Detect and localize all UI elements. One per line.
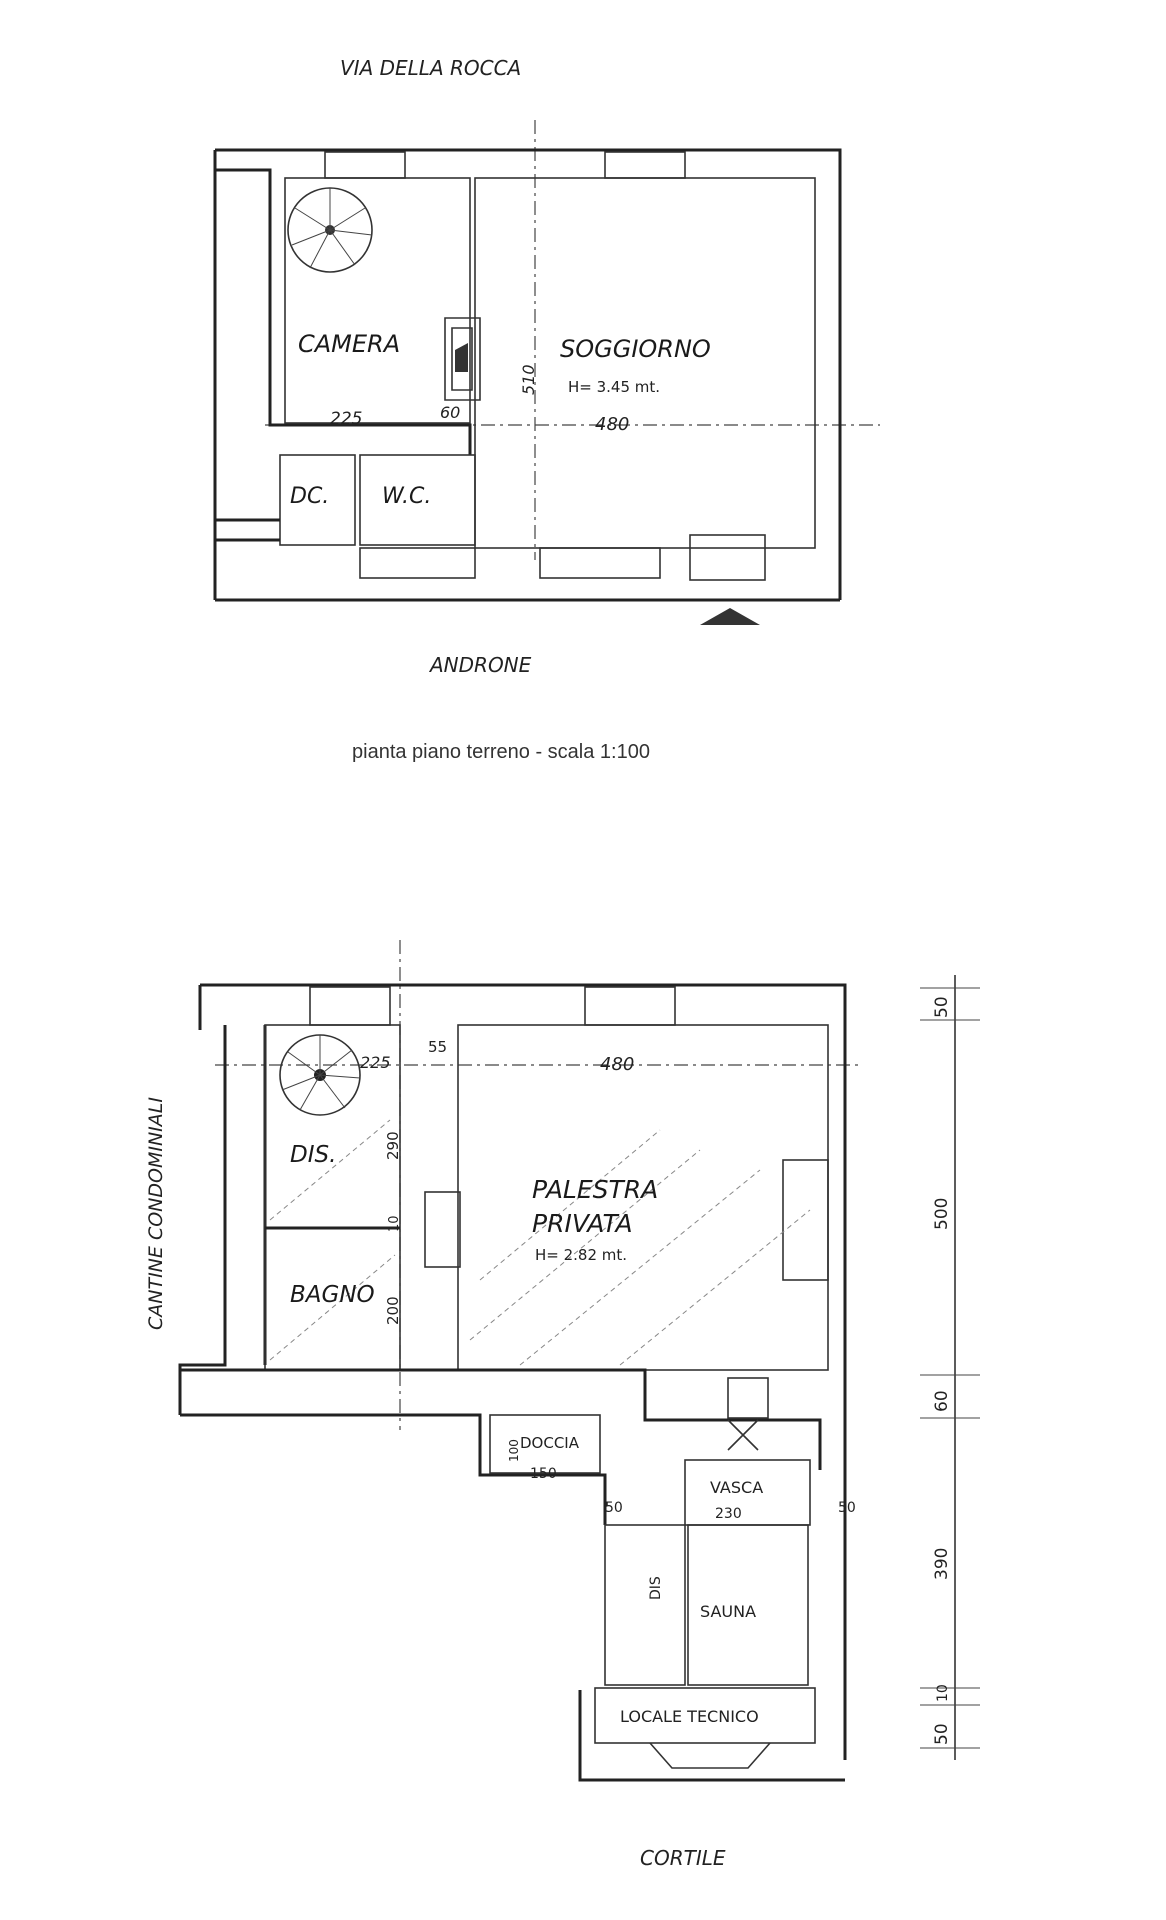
side-dim-50-bottom: 50 <box>932 1723 952 1745</box>
side-dim-60: 60 <box>932 1390 952 1412</box>
room-label-bagno: BAGNO <box>290 1282 375 1308</box>
room-label-dis: DIS. <box>290 1142 336 1168</box>
room-label-locale-tecnico: LOCALE TECNICO <box>620 1707 759 1726</box>
room-label-dis-small: DIS <box>648 1576 664 1600</box>
side-dim-390: 390 <box>932 1548 952 1580</box>
label-cantine-condominiali: CANTINE CONDOMINIALI <box>145 1097 167 1330</box>
dim-510-ground: 510 <box>519 364 538 395</box>
street-label-via: VIA DELLA ROCCA <box>340 56 521 80</box>
height-ground-floor: H= 3.45 mt. <box>568 378 660 396</box>
room-label-dc: DC. <box>290 484 329 509</box>
dim-290-basement: 290 <box>384 1131 402 1160</box>
dim-50-left-basement: 50 <box>605 1500 623 1516</box>
room-label-palestra: PALESTRA <box>532 1175 658 1204</box>
label-cortile: CORTILE <box>640 1846 726 1870</box>
dim-55-basement: 55 <box>428 1038 447 1056</box>
side-dim-500: 500 <box>932 1198 952 1230</box>
fireplace-icon <box>455 343 468 372</box>
dim-150-basement: 150 <box>530 1466 557 1482</box>
dim-225-basement: 225 <box>360 1053 391 1072</box>
dim-100-basement: 100 <box>507 1439 521 1462</box>
dim-480-basement: 480 <box>600 1054 634 1075</box>
spiral-stair-icon <box>287 187 373 273</box>
entrance-arrow-icon <box>700 608 760 625</box>
dim-225-ground: 225 <box>330 409 362 429</box>
room-label-doccia: DOCCIA <box>520 1434 580 1452</box>
dim-200-basement: 200 <box>384 1296 402 1325</box>
dim-480-ground: 480 <box>595 414 629 435</box>
height-basement: H= 2.82 mt. <box>535 1246 627 1264</box>
basement-plan: CANTINE CONDOMINIALI DIS. BAGNO PALESTRA… <box>145 940 860 1870</box>
dim-50-right-basement: 50 <box>838 1500 856 1516</box>
room-label-sauna: SAUNA <box>700 1602 756 1621</box>
dim-230-basement: 230 <box>715 1506 742 1522</box>
room-label-vasca: VASCA <box>710 1478 763 1497</box>
room-label-wc: W.C. <box>382 484 431 509</box>
dim-60-ground: 60 <box>440 403 460 422</box>
room-label-privata: PRIVATA <box>532 1209 633 1238</box>
spiral-stair-basement-icon <box>279 1034 361 1116</box>
label-androne: ANDRONE <box>428 653 532 677</box>
dim-10-basement: 10 <box>387 1215 402 1232</box>
plan-caption: pianta piano terreno - scala 1:100 <box>352 741 650 763</box>
room-label-soggiorno: SOGGIORNO <box>560 335 711 363</box>
side-dimension-bar: 50 500 60 390 10 50 <box>920 975 980 1760</box>
side-dim-50-top: 50 <box>932 996 952 1018</box>
ground-floor-plan: VIA DELLA ROCCA <box>213 56 880 763</box>
room-label-camera: CAMERA <box>298 330 400 358</box>
side-dim-10: 10 <box>935 1684 951 1702</box>
